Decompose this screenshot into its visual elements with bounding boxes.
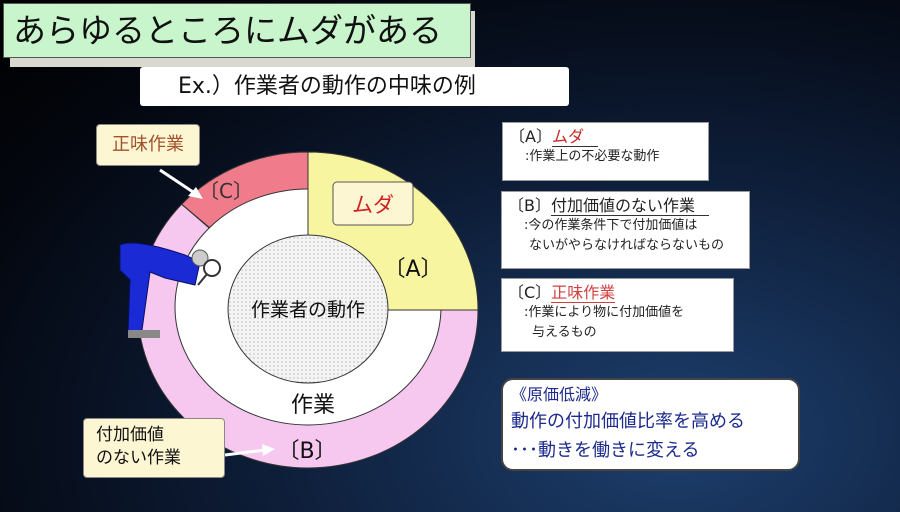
definition-c: 〔C〕正味作業 :作業により物に付加価値を 与えるもの [501, 278, 734, 352]
middle-label: 作業 [291, 393, 335, 418]
arrowhead-icon [188, 187, 203, 199]
definition-b: 〔B〕付加価値のない作業 :今の作業条件下で付加価値は ないがやらなければならな… [501, 191, 750, 269]
segment-c-label: 〔C〕 [199, 179, 253, 203]
segment-a-label: 〔A〕 [383, 257, 442, 282]
work-composition-diagram: 作業者の動作 作業 ムダ 〔A〕 〔B〕 〔C〕 [119, 151, 479, 469]
cost-reduction-box: 《原価低減》 動作の付加価値比率を高める ･･･動きを働きに変える [501, 378, 800, 471]
definition-term: 付加価値のない作業 [550, 196, 709, 216]
callout-c-arrow [159, 168, 197, 196]
slide-subtitle: Ex.）作業者の動作の中味の例 [140, 67, 569, 106]
slide-title: あらゆるところにムダがある [3, 3, 471, 58]
definition-desc: ないがやらなければならないもの [529, 238, 725, 253]
callout-b-line2: のない作業 [96, 448, 181, 468]
cost-reduction-line2: ･･･動きを働きに変える [511, 440, 700, 461]
definition-term: 正味作業 [551, 283, 616, 303]
worker-motion-core [227, 234, 389, 384]
muda-tag: ムダ [352, 193, 394, 217]
definition-desc: :作業により物に付加価値を [524, 305, 685, 320]
callout-b-arrow [224, 448, 266, 457]
arrowhead-icon [262, 444, 275, 456]
definition-desc: 与えるもの [532, 325, 597, 340]
callout-b-line1: 付加価値 [96, 425, 164, 445]
cost-reduction-line1: 動作の付加価値比率を高める [511, 411, 745, 432]
inspector-figure-icon [119, 242, 221, 338]
muda-tag-box [332, 181, 414, 226]
definition-key: 〔A〕 [509, 127, 552, 146]
center-label: 作業者の動作 [251, 299, 365, 321]
segment-c-divider [181, 203, 210, 229]
definition-key: 〔C〕 [508, 283, 552, 302]
segment-b-label: 〔B〕 [277, 439, 336, 464]
callout-non-value-work: 付加価値 のない作業 [83, 418, 225, 478]
definition-desc: :作業上の不必要な動作 [525, 149, 660, 164]
definition-desc: :今の作業条件下で付加価値は [524, 218, 698, 233]
definition-term: ムダ [551, 127, 598, 147]
cost-reduction-title: 《原価低減》 [511, 385, 608, 404]
callout-net-work: 正味作業 [96, 124, 200, 166]
definition-a: 〔A〕ムダ :作業上の不必要な動作 [502, 122, 709, 181]
definition-key: 〔B〕 [508, 196, 551, 215]
